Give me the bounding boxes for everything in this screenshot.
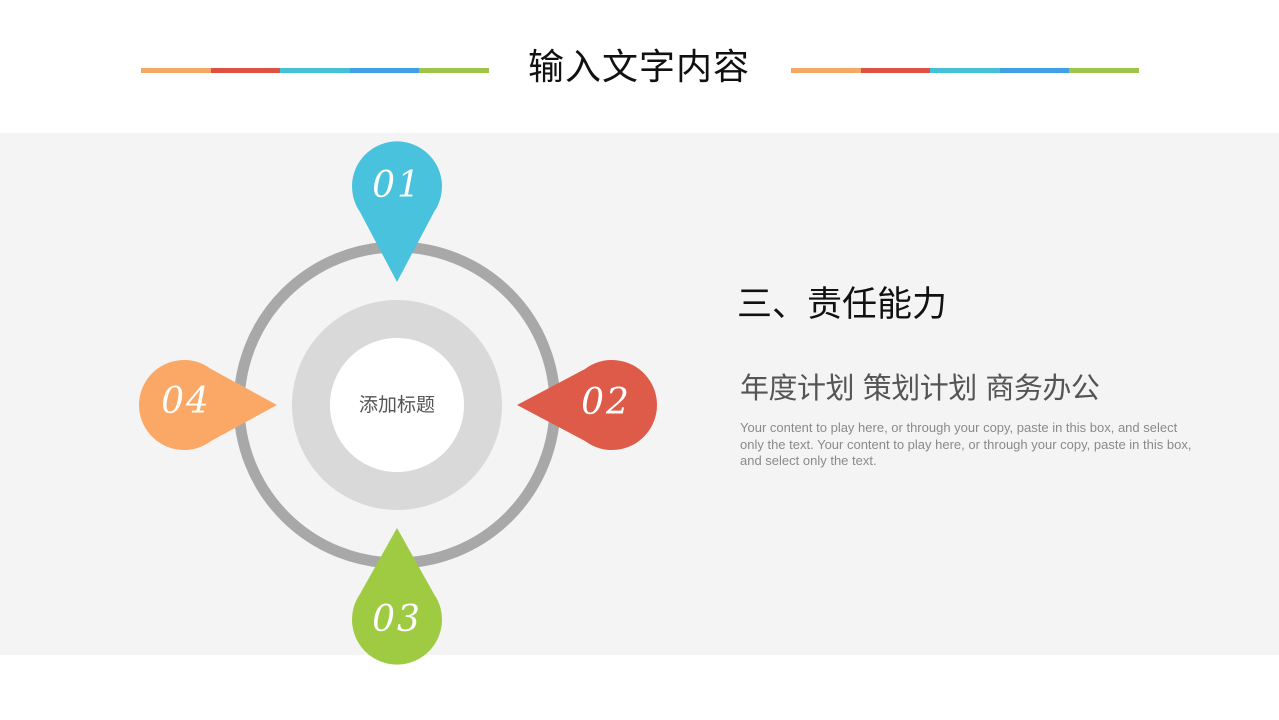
inner-donut [292,300,502,510]
slide-header: 输入文字内容 [0,0,1279,133]
color-segment [210,68,281,73]
color-segment [999,68,1070,73]
color-segment [860,68,931,73]
pin-01-number: 01 [372,165,422,206]
pin-04-number: 04 [161,381,211,422]
color-segment [419,68,489,73]
pin-03-number: 03 [372,599,422,640]
center-title[interactable]: 添加标题 [358,394,435,416]
color-segment [141,68,211,73]
decorative-color-bar-right [791,68,1139,73]
pin-02-number: 02 [581,382,631,423]
center-circle[interactable] [330,338,464,472]
pin-02-marker[interactable] [517,360,657,450]
color-segment [280,68,350,73]
page-title[interactable]: 输入文字内容 [527,47,750,88]
color-segment [349,68,420,73]
decorative-color-bar-left [141,68,489,73]
color-segment [1069,68,1139,73]
section-title[interactable]: 三、责任能力 [737,285,948,325]
body-text[interactable]: Your content to play here, or through yo… [740,420,1192,468]
pin-01-marker[interactable] [351,141,442,282]
pin-04-marker[interactable] [139,360,277,450]
color-segment [930,68,1000,73]
section-subtitle[interactable]: 年度计划 策划计划 商务办公 [740,371,1100,405]
pin-03-marker[interactable] [351,528,442,665]
color-segment [791,68,861,73]
